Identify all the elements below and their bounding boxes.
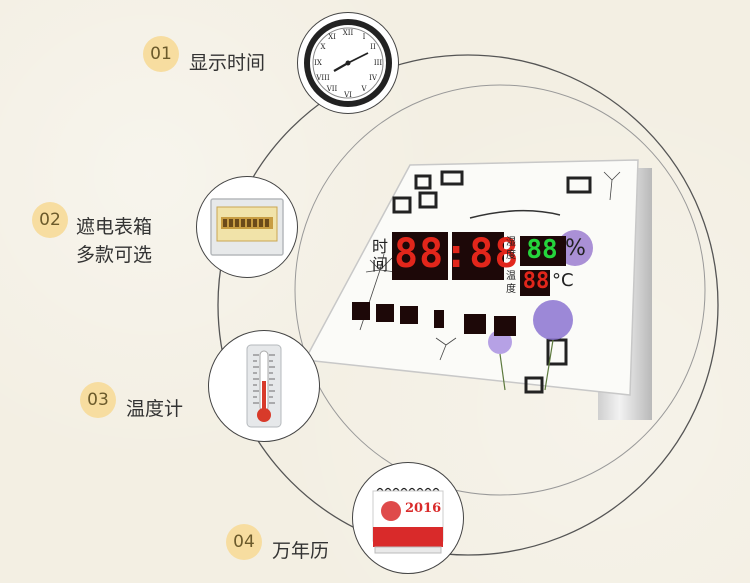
svg-text:XII: XII xyxy=(343,29,354,37)
svg-text:VII: VII xyxy=(326,85,338,93)
feature-number-03: 03 xyxy=(80,382,116,418)
temperature-display: 88 xyxy=(522,269,550,294)
feature-number-04: 04 xyxy=(226,524,262,560)
feature-label-thermometer: 温度计 xyxy=(126,398,184,420)
feature-label-meter-box-line2: 多款可选 xyxy=(76,244,153,266)
meter-box-icon xyxy=(196,176,298,278)
svg-text:XI: XI xyxy=(328,33,336,41)
svg-text:I: I xyxy=(363,33,366,41)
svg-text:III: III xyxy=(374,59,383,67)
temperature-unit: °C xyxy=(552,270,574,291)
feature-number-02: 02 xyxy=(32,202,68,238)
svg-text:V: V xyxy=(360,85,367,93)
svg-text:II: II xyxy=(370,43,376,51)
feature-label-calendar: 万年历 xyxy=(272,540,330,562)
feature-number-01: 01 xyxy=(143,36,179,72)
time-label: 时间 xyxy=(372,237,389,274)
humidity-display: 88 xyxy=(526,235,558,265)
time-display: 88:88 xyxy=(394,231,520,277)
humidity-unit: % xyxy=(565,236,586,261)
svg-text:VI: VI xyxy=(343,91,352,99)
calendar-year: 2016 xyxy=(405,501,442,516)
svg-text:VIII: VIII xyxy=(315,74,330,82)
svg-text:IX: IX xyxy=(314,59,322,67)
calendar-icon: 2016 xyxy=(352,462,464,574)
feature-label-time: 显示时间 xyxy=(189,52,266,74)
svg-text:IV: IV xyxy=(369,74,378,82)
humidity-label: 湿度 xyxy=(506,237,516,261)
feature-label-meter-box-line1: 遮电表箱 xyxy=(76,216,153,238)
svg-text:X: X xyxy=(321,43,326,51)
temperature-label: 温度 xyxy=(506,271,516,295)
thermometer-icon xyxy=(208,330,320,442)
